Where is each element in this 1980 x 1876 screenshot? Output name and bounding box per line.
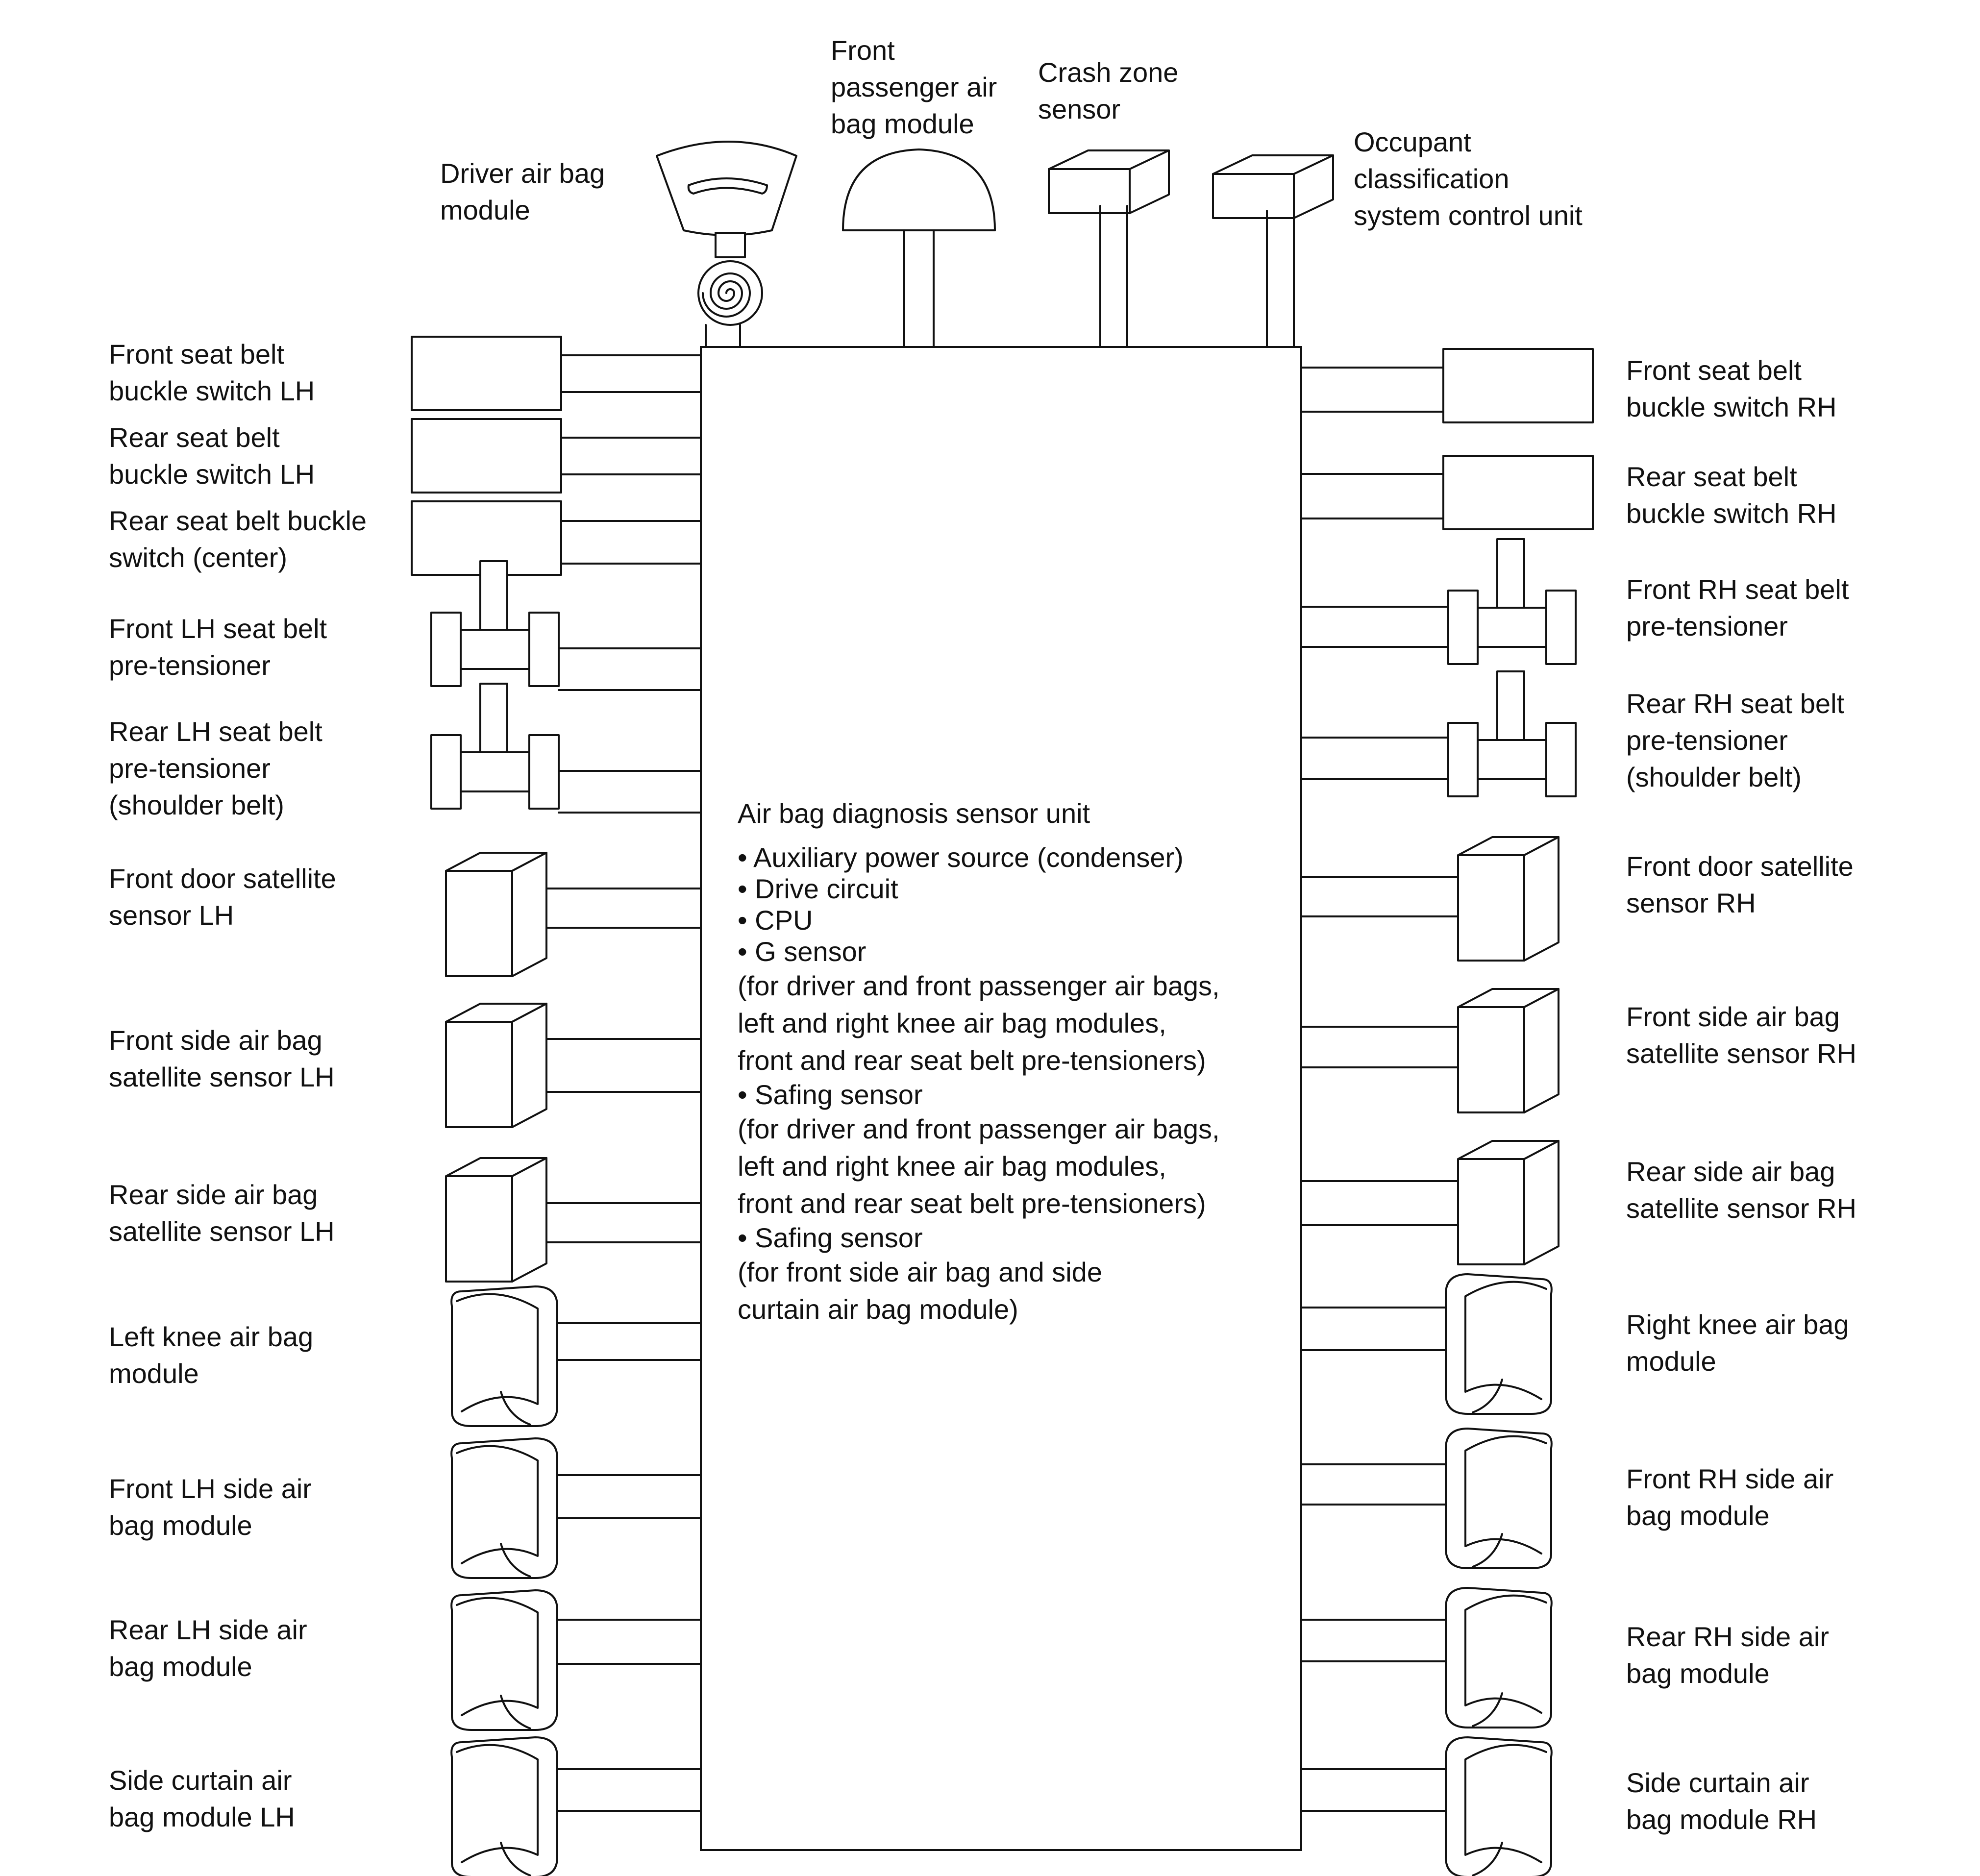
right-component-label-3: Front RH seat belt pre-tensioner bbox=[1626, 574, 1849, 642]
right-component-label-2: Rear seat belt buckle switch RH bbox=[1626, 461, 1837, 529]
right-component-4 bbox=[1300, 670, 1577, 797]
left-component-3 bbox=[411, 500, 702, 576]
control-unit-item: • Safing sensor(for driver and front pas… bbox=[738, 1079, 1220, 1222]
left-component-9 bbox=[450, 1285, 702, 1427]
control-unit-item-note: front and rear seat belt pre-tensioners) bbox=[738, 1188, 1206, 1219]
left-component-label-11: Rear LH side air bag module bbox=[109, 1614, 307, 1682]
left-component-4 bbox=[430, 560, 702, 691]
control-unit-item: • Drive circuit bbox=[738, 873, 1220, 905]
left-component-label-6: Front door satellite sensor LH bbox=[109, 863, 336, 931]
left-component-2 bbox=[411, 418, 702, 494]
top-component-label-2: Front passenger air bag module bbox=[831, 35, 997, 139]
control-unit-item-note: (for driver and front passenger air bags… bbox=[738, 970, 1220, 1001]
right-component-9 bbox=[1300, 1428, 1553, 1569]
right-component-label-5: Front door satellite sensor RH bbox=[1626, 851, 1854, 918]
left-component-label-2: Rear seat belt buckle switch LH bbox=[109, 422, 315, 490]
right-component-11 bbox=[1300, 1736, 1553, 1876]
control-unit-item-note: front and rear seat belt pre-tensioners) bbox=[738, 1045, 1206, 1076]
control-unit-item: • G sensor(for driver and front passenge… bbox=[738, 936, 1220, 1079]
right-component-2 bbox=[1300, 455, 1594, 530]
right-component-label-9: Front RH side air bag module bbox=[1626, 1463, 1834, 1531]
top-component-label-4: Occupant classification system control u… bbox=[1354, 126, 1583, 231]
control-unit-item-bullet: • G sensor bbox=[738, 936, 866, 967]
right-component-7 bbox=[1300, 1140, 1559, 1265]
control-unit-text: Air bag diagnosis sensor unit • Auxiliar… bbox=[738, 795, 1220, 1328]
right-component-10 bbox=[1300, 1587, 1553, 1728]
left-component-11 bbox=[450, 1589, 702, 1731]
top-component-1 bbox=[656, 141, 797, 348]
left-component-label-4: Front LH seat belt pre-tensioner bbox=[109, 613, 327, 681]
right-component-6 bbox=[1300, 988, 1559, 1113]
top-component-label-1: Driver air bag module bbox=[440, 158, 605, 225]
right-component-3 bbox=[1300, 538, 1577, 665]
right-component-label-11: Side curtain air bag module RH bbox=[1626, 1767, 1817, 1835]
control-unit-item-bullet: • CPU bbox=[738, 905, 813, 936]
left-component-label-9: Left knee air bag module bbox=[109, 1321, 314, 1389]
right-component-label-7: Rear side air bag satellite sensor RH bbox=[1626, 1156, 1856, 1224]
left-component-label-5: Rear LH seat belt pre-tensioner (shoulde… bbox=[109, 716, 322, 820]
top-component-2 bbox=[842, 148, 996, 348]
top-component-label-3: Crash zone sensor bbox=[1038, 57, 1179, 124]
left-component-6 bbox=[445, 852, 702, 977]
right-component-label-4: Rear RH seat belt pre-tensioner (shoulde… bbox=[1626, 688, 1845, 792]
control-unit-item: • Auxiliary power source (condenser) bbox=[738, 842, 1220, 873]
control-unit-item-bullet: • Drive circuit bbox=[738, 873, 898, 904]
control-unit-item-bullet: • Safing sensor bbox=[738, 1222, 923, 1253]
control-unit-item: • Safing sensor (for front side air bag a… bbox=[738, 1222, 1220, 1328]
left-component-label-8: Rear side air bag satellite sensor LH bbox=[109, 1179, 335, 1247]
left-component-5 bbox=[430, 683, 702, 814]
control-unit-item-note: (for driver and front passenger air bags… bbox=[738, 1113, 1220, 1144]
control-unit-item-note: left and right knee air bag modules, bbox=[738, 1151, 1166, 1182]
right-component-5 bbox=[1300, 836, 1559, 962]
left-component-7 bbox=[445, 1003, 702, 1128]
left-component-1 bbox=[411, 336, 702, 411]
left-component-12 bbox=[450, 1736, 702, 1876]
control-unit-title: Air bag diagnosis sensor unit bbox=[738, 798, 1090, 829]
control-unit-feature-list: • Auxiliary power source (condenser)• Dr… bbox=[738, 842, 1220, 1328]
top-component-3 bbox=[1048, 149, 1170, 348]
top-component-4 bbox=[1212, 154, 1334, 348]
left-component-10 bbox=[450, 1437, 702, 1579]
right-component-label-6: Front side air bag satellite sensor RH bbox=[1626, 1001, 1856, 1069]
left-component-label-12: Side curtain air bag module LH bbox=[109, 1765, 295, 1832]
control-unit-item-bullet: • Auxiliary power source (condenser) bbox=[738, 842, 1184, 873]
left-component-label-10: Front LH side air bag module bbox=[109, 1473, 312, 1541]
right-component-label-10: Rear RH side air bag module bbox=[1626, 1621, 1829, 1689]
left-component-label-7: Front side air bag satellite sensor LH bbox=[109, 1025, 335, 1092]
control-unit-box bbox=[700, 346, 1302, 1851]
control-unit-item-bullet: • Safing sensor bbox=[738, 1079, 923, 1110]
left-component-label-1: Front seat belt buckle switch LH bbox=[109, 339, 315, 406]
left-component-8 bbox=[445, 1157, 702, 1283]
control-unit-item-note: (for front side air bag and side bbox=[738, 1257, 1102, 1287]
left-component-label-3: Rear seat belt buckle switch (center) bbox=[109, 505, 367, 573]
right-component-label-8: Right knee air bag module bbox=[1626, 1309, 1849, 1377]
right-component-8 bbox=[1300, 1273, 1553, 1415]
control-unit-item-note: curtain air bag module) bbox=[738, 1294, 1018, 1325]
right-component-1 bbox=[1300, 348, 1594, 423]
control-unit-item: • CPU bbox=[738, 905, 1220, 936]
control-unit-item-note: left and right knee air bag modules, bbox=[738, 1008, 1166, 1038]
right-component-label-1: Front seat belt buckle switch RH bbox=[1626, 355, 1837, 422]
